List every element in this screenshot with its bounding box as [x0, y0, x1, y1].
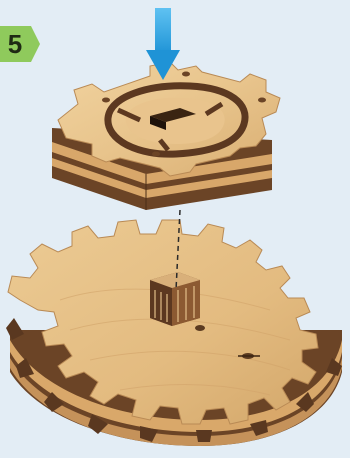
frame-part [52, 62, 280, 210]
hub-block [150, 272, 200, 326]
gear-part [6, 220, 342, 446]
